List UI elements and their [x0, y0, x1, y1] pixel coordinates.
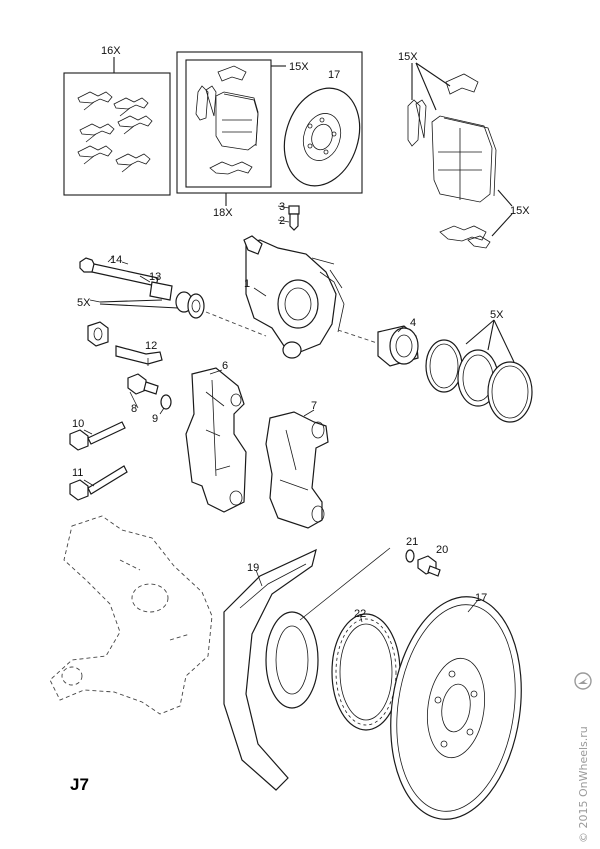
callout-10: 10: [72, 418, 84, 430]
callout-1: 1: [244, 278, 250, 290]
callout-19: 19: [247, 562, 259, 574]
callout-11: 11: [72, 467, 83, 479]
callout-16x: 16X: [101, 45, 121, 57]
callout-7: 7: [311, 400, 317, 412]
bolts: [69, 373, 172, 501]
piston-and-seals: [377, 319, 533, 423]
callout-13: 13: [149, 271, 161, 283]
watermark-logo-icon: [574, 672, 592, 690]
callout-6: 6: [222, 360, 228, 372]
abs-tone-ring: [331, 613, 401, 731]
callout-15x-box: 15X: [289, 61, 309, 73]
guide-pins: [79, 255, 267, 365]
callout-15x-top: 15X: [398, 51, 418, 63]
watermark-text: © 2015 OnWheels.ru: [577, 726, 590, 843]
page-code: J7: [70, 775, 89, 794]
callout-20: 20: [436, 544, 448, 556]
pad-set-box: [176, 51, 363, 206]
disc-screw: [299, 547, 441, 621]
callout-14: 14: [110, 254, 122, 266]
caliper-bracket: [265, 411, 329, 529]
leader-lines: [83, 261, 479, 623]
callout-12: 12: [145, 340, 157, 352]
steering-knuckle: [49, 515, 213, 715]
callout-22: 22: [354, 608, 366, 620]
callout-4: 4: [410, 317, 416, 329]
dust-shield: [223, 548, 319, 791]
watermark: © 2015 OnWheels.ru: [574, 672, 592, 843]
callout-8: 8: [131, 403, 137, 415]
callout-5x-right: 5X: [490, 309, 504, 321]
bleeder-screw: [277, 205, 300, 231]
callout-17-bottom: 17: [475, 592, 487, 604]
watermark-logo-bolt-icon: [578, 678, 588, 684]
caliper-carrier: [185, 367, 247, 513]
clip-kit-box: [63, 57, 171, 196]
pad-set-right: [407, 62, 513, 249]
caliper-housing: [243, 235, 381, 359]
callout-9: 9: [152, 413, 158, 425]
brake-disc: [390, 596, 522, 820]
callout-15x-right: 15X: [510, 205, 530, 217]
callout-5x-left: 5X: [77, 297, 91, 309]
callout-3: 3: [279, 201, 285, 213]
callout-labels: 16X 18X 15X 17 15X 15X 3 2 14 13 1 5X 12…: [70, 45, 530, 794]
callout-21: 21: [406, 536, 418, 548]
callout-2: 2: [279, 215, 285, 227]
callout-17-top: 17: [328, 69, 340, 81]
callout-18x: 18X: [213, 207, 233, 219]
